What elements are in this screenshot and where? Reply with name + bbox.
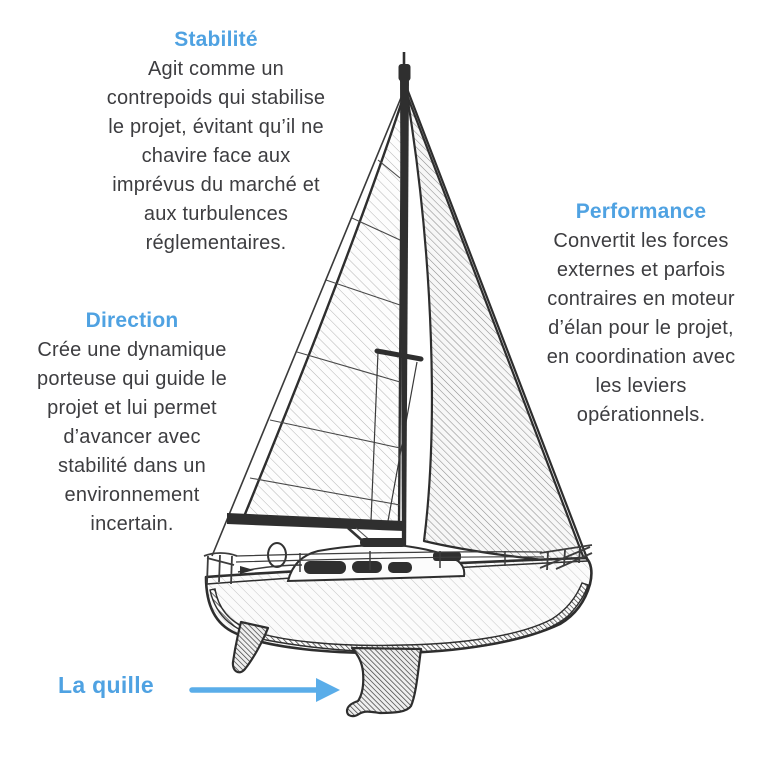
callout-direction-body: Crée une dynamique porteuse qui guide le… [37, 339, 227, 535]
masthead [398, 64, 411, 81]
callout-stabilite-body: Agit comme un contrepoids qui stabilise … [106, 58, 326, 254]
keel-arrow [189, 678, 340, 702]
stern-pulpit [203, 552, 238, 585]
sprayhood [433, 552, 461, 561]
callout-performance-body: Convertit les forces externes et parfois… [546, 230, 736, 426]
cabin-roof-hatch [360, 538, 406, 547]
cabin-window [304, 561, 346, 574]
keel-label: La quille [58, 672, 154, 698]
backstay-line [211, 87, 406, 557]
lifeline [235, 556, 545, 563]
callout-stabilite: Stabilité Agit comme un contrepoids qui … [50, 25, 382, 258]
callout-direction: Direction Crée une dynamique porteuse qu… [4, 306, 260, 539]
hull-bottom-shading [209, 582, 589, 654]
callout-stabilite-title: Stabilité [174, 28, 258, 51]
cabin-window [352, 561, 382, 573]
deck-railing [203, 544, 593, 585]
lifeline [235, 551, 543, 557]
bow-pulpit [539, 544, 593, 571]
mainsail-seams [249, 159, 401, 506]
callout-direction-title: Direction [85, 309, 179, 332]
callout-performance: Performance Convertit les forces externe… [506, 197, 768, 430]
mainsail [241, 93, 406, 529]
keel [345, 646, 423, 718]
rudder [231, 620, 270, 674]
forestay-line [404, 85, 592, 567]
keel-arrowhead [316, 678, 340, 702]
spreader-bar [374, 348, 424, 362]
jib-sail [405, 93, 588, 566]
cabin-window [388, 562, 412, 573]
stern-flag [240, 566, 254, 574]
halyard-line [370, 351, 379, 522]
callout-performance-title: Performance [575, 200, 707, 223]
